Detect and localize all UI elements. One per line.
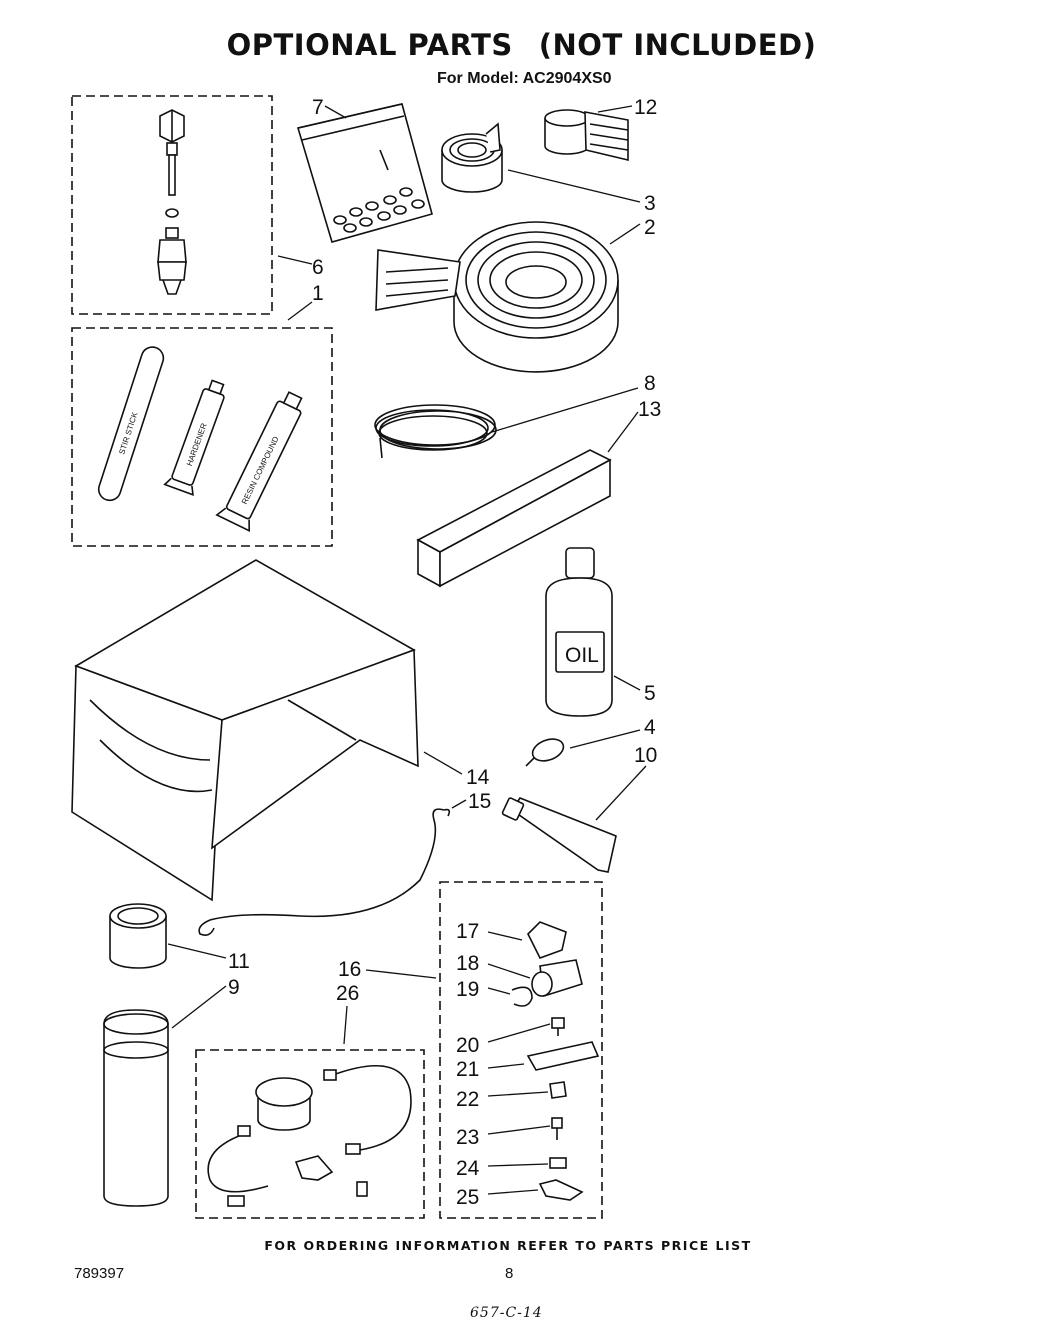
spray-can	[103, 1009, 169, 1207]
callout-10: 10	[634, 744, 657, 767]
thermostat-harness	[207, 1065, 412, 1207]
callout-3: 3	[644, 192, 656, 215]
callout-1: 1	[312, 282, 324, 305]
mounting-hardware	[511, 921, 600, 1201]
kit-1-dashed-box	[71, 327, 333, 547]
callout-13: 13	[638, 398, 661, 421]
callout-20: 20	[456, 1034, 479, 1057]
title-not-included: (NOT INCLUDED)	[538, 28, 817, 62]
model-line: For Model: AC2904XS0	[437, 70, 612, 87]
ordering-note: FOR ORDERING INFORMATION REFER TO PARTS …	[264, 1238, 752, 1253]
handwritten-code: 657-C-14	[470, 1305, 543, 1321]
foam-tape-roll	[544, 109, 629, 162]
page-title: OPTIONAL PARTS (NOT INCLUDED)	[0, 28, 1043, 62]
callout-17: 17	[456, 920, 479, 943]
document-number: 789397	[74, 1265, 125, 1282]
callout-8: 8	[644, 372, 656, 395]
oil-bottle: OIL	[545, 547, 613, 717]
callout-16: 16	[338, 958, 361, 981]
callout-15: 15	[468, 790, 491, 813]
bungee-cord	[198, 808, 451, 936]
insulation-strip-roll	[441, 122, 503, 193]
kit-26-dashed-box	[195, 1049, 425, 1219]
callout-5: 5	[644, 682, 656, 705]
callout-21: 21	[456, 1058, 479, 1081]
wire-coil	[374, 404, 497, 459]
sealant-can	[109, 903, 167, 969]
callout-23: 23	[456, 1126, 479, 1149]
valve-assembly	[157, 109, 187, 295]
callout-12: 12	[634, 96, 657, 119]
callout-6: 6	[312, 256, 324, 279]
leader-lines	[167, 105, 647, 1195]
hardener-tube: HARDENER	[163, 379, 225, 496]
callout-7: 7	[312, 96, 324, 119]
kit-16-dashed-box	[439, 881, 603, 1219]
resin-compound-tube: RESIN COMPOUND	[215, 391, 303, 533]
callout-18: 18	[456, 952, 479, 975]
hardware-bag	[296, 103, 433, 243]
callout-2: 2	[644, 216, 656, 239]
unit-cover	[71, 559, 419, 902]
kit-6-dashed-box	[71, 95, 273, 315]
callout-22: 22	[456, 1088, 479, 1111]
callout-11: 11	[228, 950, 250, 973]
stir-stick: STIR STICK	[97, 346, 165, 502]
callout-24: 24	[456, 1157, 480, 1180]
title-optional-parts: OPTIONAL PARTS	[226, 28, 513, 62]
callout-25: 25	[456, 1186, 479, 1209]
foam-block	[416, 449, 612, 588]
callout-9: 9	[228, 976, 240, 999]
callout-numbers: 7 12 3 2 6 1 8 13 5 4 10 14 15 11 9 16 2…	[228, 96, 661, 1209]
callout-14: 14	[466, 766, 490, 789]
sealant-tube	[501, 797, 617, 873]
large-tape-roll	[375, 221, 619, 373]
callout-19: 19	[456, 978, 479, 1001]
oil-label: OIL	[565, 644, 599, 667]
callout-26: 26	[336, 982, 359, 1005]
page-number: 8	[505, 1265, 514, 1282]
capsule-part	[525, 738, 565, 767]
callout-4: 4	[644, 716, 656, 739]
